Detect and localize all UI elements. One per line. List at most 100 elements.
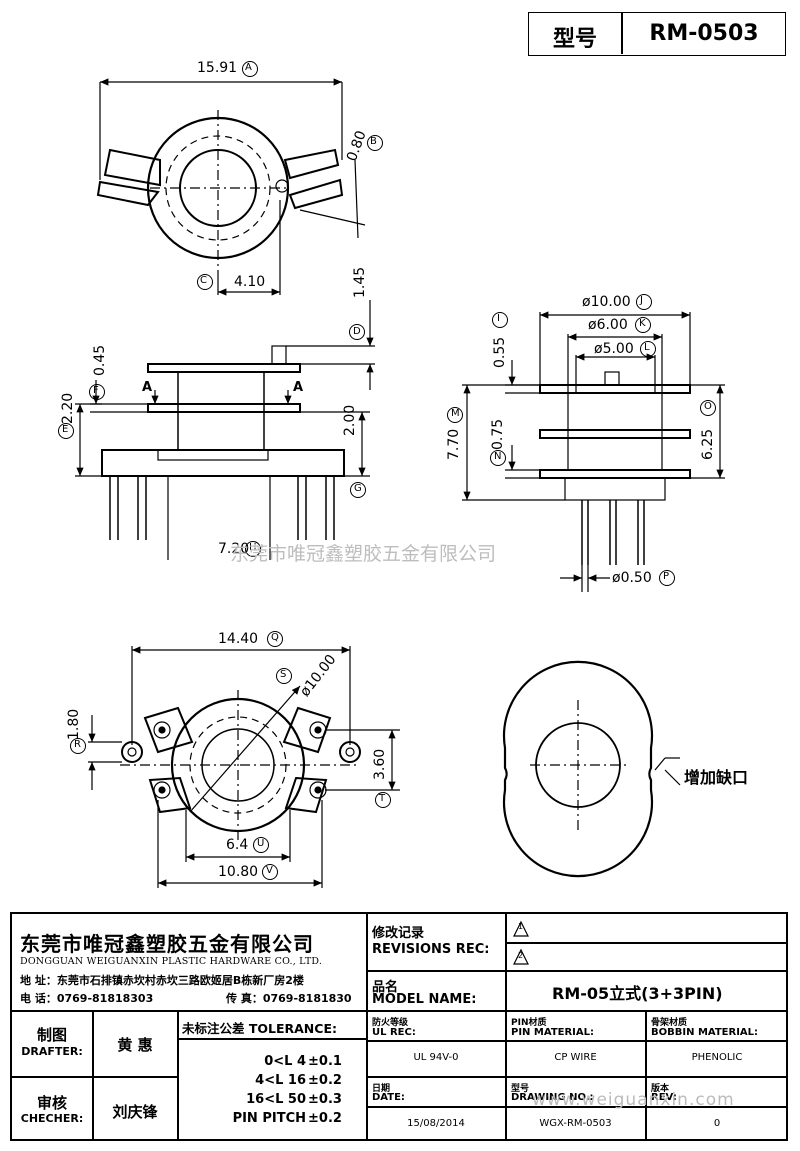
tag-d: D — [353, 326, 361, 337]
bobbin-material-value: PHENOLIC — [691, 1052, 743, 1063]
tolerance-range: PIN PITCH — [232, 1111, 306, 1126]
tolerance-value: ±0.3 — [308, 1092, 342, 1107]
tag-b: B — [370, 136, 377, 147]
revision-2-number: 2 — [518, 951, 524, 960]
company-fax: 传 真：0769-8181830 — [226, 992, 352, 1005]
tag-k: K — [639, 318, 646, 329]
tag-i: I — [497, 313, 500, 324]
drawing-no-value: WGX-RM-0503 — [539, 1118, 612, 1129]
model-name-label-en: MODEL NAME: — [372, 992, 477, 1007]
drafter-label-en: DRAFTER: — [21, 1045, 83, 1058]
checker-name: 刘庆锋 — [112, 1103, 158, 1121]
tb-hline-5 — [366, 1040, 788, 1042]
revisions-label-cn: 修改记录 — [372, 926, 425, 941]
tag-e: E — [62, 424, 69, 435]
dim-d-value: 1.45 — [352, 266, 368, 298]
date-label-en: DATE: — [372, 1092, 405, 1103]
revision-1-number: 1 — [518, 922, 524, 931]
pin-material-value: CP WIRE — [554, 1052, 597, 1063]
model-value: RM-0503 — [649, 21, 759, 46]
section-a-right: A — [293, 380, 304, 395]
tb-vline-3 — [92, 1010, 94, 1141]
tolerance-range: 0<L 4 — [264, 1054, 306, 1069]
watermark-footer: www.weiguanxin.com — [532, 1090, 735, 1110]
dim-n-value: 0.75 — [490, 418, 506, 450]
tag-r: R — [74, 739, 81, 750]
tb-vline-5 — [366, 1010, 368, 1141]
drawing-no-label-en: DRAWING NO.: — [511, 1092, 594, 1103]
dim-t-value: 3.60 — [372, 748, 388, 780]
tag-f: F — [93, 385, 99, 396]
tolerance-range: 4<L 16 — [255, 1073, 306, 1088]
rev-label-cn: 版本 — [651, 1084, 670, 1094]
dim-v-value: 10.80 — [218, 864, 259, 880]
dim-q-value: 14.40 — [218, 631, 259, 647]
tag-q: Q — [271, 632, 279, 643]
revision-1-icon — [513, 920, 529, 937]
ul-value: UL 94V-0 — [413, 1052, 459, 1063]
tag-h: H — [249, 542, 257, 553]
notch-note: 增加缺口 — [684, 768, 749, 787]
tb-hline-6 — [366, 1076, 788, 1078]
rev-value: 0 — [713, 1118, 721, 1129]
model-label: 型号 — [552, 27, 597, 52]
dim-m-value: 7.70 — [446, 428, 462, 460]
tb-hline-3 — [12, 1076, 177, 1078]
date-value: 15/08/2014 — [407, 1118, 465, 1129]
bobbin-material-label-cn: 骨架材质 — [651, 1018, 688, 1028]
model-name-value: RM-05立式(3+3PIN) — [552, 984, 723, 1003]
checker-label-en: CHECHER: — [20, 1112, 84, 1125]
tb-hline-7 — [366, 1106, 788, 1108]
dim-j-value: ø10.00 — [582, 294, 631, 310]
tag-n: N — [494, 451, 502, 462]
tolerance-range: 16<L 50 — [246, 1092, 306, 1107]
date-label-cn: 日期 — [372, 1084, 391, 1094]
model-name-label-cn: 品名 — [372, 980, 399, 995]
flange-view — [502, 660, 681, 878]
dim-e-value: 2.20 — [60, 392, 76, 424]
ul-label-en: UL REC: — [372, 1027, 416, 1038]
revision-2-icon — [513, 948, 529, 965]
company-name-en: DONGGUAN WEIGUANXIN PLASTIC HARDWARE CO.… — [20, 956, 323, 967]
dim-r-value: 1.80 — [66, 708, 82, 740]
tag-c: C — [200, 275, 207, 286]
section-a-left: A — [142, 380, 153, 395]
tag-j: J — [640, 295, 643, 306]
tag-m: M — [451, 408, 460, 419]
tag-p: P — [663, 571, 670, 582]
bobbin-material-label-en: BOBBIN MATERIAL: — [651, 1027, 759, 1038]
dim-g-value: 2.00 — [342, 404, 358, 436]
tb-vline-7 — [645, 1010, 647, 1141]
tb-hline-rev — [505, 942, 788, 944]
tag-g: G — [354, 483, 362, 494]
company-phone: 电 话：0769-81818303 — [20, 992, 154, 1005]
rev-label-en: REV: — [651, 1092, 677, 1103]
dim-l-value: ø5.00 — [594, 341, 634, 357]
tb-vline-2 — [505, 914, 507, 1010]
tb-hline-1 — [12, 1010, 788, 1012]
dim-i-value: 0.55 — [492, 336, 508, 368]
dim-k-value: ø6.00 — [588, 317, 628, 333]
dim-u-value: 6.4 — [226, 837, 249, 853]
tolerance-title: 未标注公差 TOLERANCE: — [182, 1021, 337, 1036]
company-name-cn: 东莞市唯冠鑫塑胶五金有限公司 — [20, 932, 314, 956]
tag-o: O — [704, 401, 712, 412]
tb-vline-1 — [366, 914, 368, 1010]
company-address: 地 址：东莞市石排镇赤坎村赤坎三路欧姬居B栋新厂房2楼 — [20, 974, 304, 987]
tolerance-value: ±0.2 — [308, 1111, 342, 1126]
title-block: 东莞市唯冠鑫塑胶五金有限公司 DONGGUAN WEIGUANXIN PLAST… — [10, 912, 788, 1141]
ul-label-cn: 防火等级 — [372, 1018, 409, 1028]
drafter-label-cn: 制图 — [36, 1026, 67, 1044]
tag-a: A — [245, 62, 252, 73]
header-divider — [621, 13, 623, 54]
drafter-name: 黄 惠 — [117, 1036, 153, 1054]
tolerance-value: ±0.2 — [308, 1073, 342, 1088]
dim-a-value: 15.91 — [197, 60, 238, 76]
tag-l: L — [644, 342, 650, 353]
dim-c-value: 4.10 — [234, 274, 266, 290]
tb-hline-4 — [177, 1038, 366, 1040]
dim-h-value: 7.20 — [218, 541, 250, 557]
tag-v: V — [266, 865, 273, 876]
tag-s: S — [280, 669, 287, 680]
tb-vline-4 — [177, 1010, 179, 1141]
